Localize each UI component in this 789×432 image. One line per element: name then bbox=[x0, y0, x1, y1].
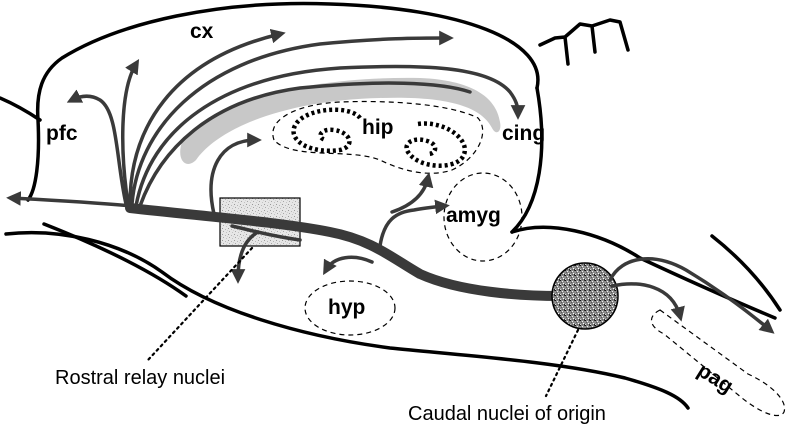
path-cing bbox=[134, 64, 526, 208]
path-caudal-pag bbox=[610, 282, 685, 322]
label-cx: cx bbox=[190, 20, 214, 43]
hip-spiral-left bbox=[291, 107, 362, 154]
path-hip-left bbox=[209, 132, 262, 216]
label-hyp: hyp bbox=[328, 296, 365, 319]
rostral-pointer bbox=[146, 246, 254, 362]
path-pfc bbox=[66, 89, 128, 206]
path-relay-exit bbox=[230, 224, 302, 242]
cerebellum-outline bbox=[710, 234, 782, 312]
caudal-pointer bbox=[544, 328, 580, 398]
hyp-region bbox=[304, 280, 396, 336]
caption-rostral: Rostral relay nuclei bbox=[55, 367, 225, 389]
caption-caudal: Caudal nuclei of origin bbox=[408, 403, 606, 425]
label-cing: cing bbox=[502, 122, 545, 145]
path-cx-3 bbox=[130, 30, 454, 206]
ventral-inner-outline bbox=[42, 222, 188, 298]
cortex-outline bbox=[26, 1, 540, 202]
path-rostral-arrow bbox=[6, 191, 134, 208]
ventral-outline bbox=[4, 230, 690, 410]
label-hip: hip bbox=[362, 116, 394, 139]
hip-spiral-right bbox=[404, 121, 467, 168]
path-hip-right bbox=[390, 172, 434, 214]
label-pfc: pfc bbox=[46, 122, 78, 145]
path-amyg bbox=[378, 199, 450, 248]
cortex-caudal-outline bbox=[510, 86, 544, 234]
label-pag: pag bbox=[693, 359, 737, 398]
hip-region bbox=[272, 100, 484, 174]
corpus-callosum bbox=[180, 77, 501, 164]
spinal-edge bbox=[538, 18, 630, 66]
path-cx-2 bbox=[128, 28, 286, 206]
path-down-short bbox=[230, 230, 260, 284]
amyg-region bbox=[443, 172, 523, 262]
caudal-nucleus bbox=[551, 262, 619, 330]
path-cx-1 bbox=[121, 58, 140, 206]
main-trunk bbox=[125, 203, 565, 301]
path-under-callosum bbox=[138, 81, 472, 208]
left-edge-top bbox=[0, 96, 42, 122]
path-caudal-spinal bbox=[608, 257, 775, 334]
pag-region bbox=[650, 309, 786, 417]
path-hyp bbox=[323, 255, 374, 276]
label-amyg: amyg bbox=[446, 204, 501, 227]
